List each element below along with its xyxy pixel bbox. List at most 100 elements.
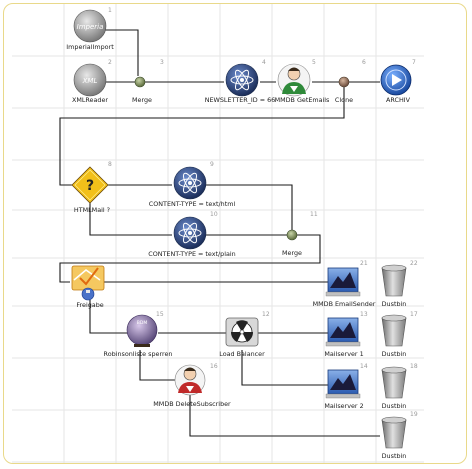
node-label: Merge	[282, 249, 302, 257]
node-label: Mailserver 1	[324, 350, 363, 358]
mmdb-person-icon	[174, 364, 206, 396]
mail-eagle-icon	[325, 267, 361, 297]
node-label: CONTENT-TYPE = text/plain	[148, 250, 236, 258]
node-number: 11	[310, 211, 318, 218]
node-dustbin-22[interactable]: 22 Dustbin	[382, 260, 418, 308]
node-number: 16	[210, 363, 218, 370]
node-number: 8	[108, 161, 112, 168]
atom-icon	[225, 63, 259, 97]
merge-dot-icon	[134, 76, 146, 88]
node-clone[interactable]: 6 Clone	[335, 59, 366, 104]
node-imperial-import[interactable]: 1 Imperia ImperialImport	[66, 7, 114, 51]
dustbin-icon	[381, 416, 407, 449]
connections	[59, 29, 380, 437]
node-merge-2[interactable]: 11 Merge	[282, 211, 318, 257]
edge-clone-htmlmail	[59, 87, 345, 186]
node-number: 3	[160, 59, 164, 66]
node-number: 17	[410, 311, 418, 318]
node-dustbin-17[interactable]: 17 Dustbin	[382, 311, 418, 358]
node-label: MMDB DeleteSubscriber	[153, 400, 231, 408]
node-label: CONTENT-TYPE = text/html	[149, 200, 236, 208]
node-merge-1[interactable]: 3 Merge	[132, 59, 164, 104]
node-number: 10	[210, 211, 218, 218]
approval-check-icon	[71, 265, 105, 301]
clone-dot-icon	[338, 76, 350, 88]
node-xml-reader[interactable]: 2 XML XMLReader	[72, 59, 112, 104]
node-number: 15	[156, 311, 164, 318]
node-number: 7	[412, 59, 416, 66]
imperia-icon	[73, 9, 107, 43]
mail-eagle-icon	[325, 317, 361, 347]
svg-text:BDM: BDM	[137, 320, 148, 326]
node-archiv[interactable]: 7 ARCHIV	[380, 59, 416, 104]
node-number: 12	[262, 311, 270, 318]
node-number: 5	[312, 59, 316, 66]
node-number: 19	[410, 411, 418, 418]
node-number: 2	[108, 59, 112, 66]
imperia-icon-text: Imperia	[77, 23, 104, 31]
node-mmdb-getemails[interactable]: 5 MMDB GetEmails	[275, 59, 330, 104]
node-newsletter-filter[interactable]: 4 NEWSLETTER_ID = 66	[205, 59, 276, 104]
dustbin-icon	[381, 264, 407, 297]
node-label: MMDB GetEmails	[275, 96, 330, 104]
node-label: Dustbin	[382, 300, 407, 308]
edge-merge2-freigabe	[59, 234, 321, 283]
node-robinsonliste[interactable]: 15 BDM Robinsonliste sperren	[104, 311, 173, 358]
xml-icon-text: XML	[82, 77, 98, 85]
node-label: HTMLMail ?	[74, 206, 110, 214]
node-mailserver-2[interactable]: 14 Mailserver 2	[324, 363, 367, 410]
node-label: Dustbin	[382, 350, 407, 358]
edge-html-merge2	[206, 184, 293, 230]
node-load-balancer[interactable]: 12 Load Balancer	[219, 311, 270, 358]
node-label: Mailserver 2	[324, 402, 363, 410]
node-label: Dustbin	[382, 402, 407, 410]
grid	[12, 4, 424, 463]
node-number: 1	[108, 7, 112, 14]
mail-eagle-icon	[325, 369, 361, 399]
dustbin-icon	[381, 314, 407, 347]
node-number: 21	[360, 260, 368, 267]
svg-text:?: ?	[86, 178, 94, 194]
workflow-canvas-frame: 1 Imperia ImperialImport 2 XML XMLReader…	[3, 3, 467, 464]
node-content-type-plain[interactable]: 10 CONTENT-TYPE = text/plain	[148, 211, 236, 258]
xml-icon	[73, 63, 107, 97]
node-number: 13	[360, 311, 368, 318]
node-label: Merge	[132, 96, 152, 104]
node-label: XMLReader	[72, 96, 108, 104]
radiation-icon	[225, 317, 259, 347]
mmdb-person-icon	[277, 63, 311, 97]
node-label: Clone	[335, 96, 353, 104]
node-number: 6	[362, 59, 366, 66]
node-mmdb-deletesubscriber[interactable]: 16 MMDB DeleteSubscriber	[153, 363, 231, 408]
node-label: ARCHIV	[386, 96, 411, 104]
node-mailserver-1[interactable]: 13 Mailserver 1	[324, 311, 367, 358]
edge-robinson-delete	[139, 350, 178, 381]
node-label: ImperialImport	[66, 43, 114, 51]
node-number: 14	[360, 363, 368, 370]
edge-delete-dustbin	[189, 394, 380, 437]
node-html-mail[interactable]: 8 ? HTMLMail ?	[71, 161, 112, 214]
warning-question-icon: ?	[71, 166, 109, 204]
node-label: Freigabe	[76, 301, 103, 309]
dustbin-icon	[381, 366, 407, 399]
node-label: Robinsonliste sperren	[104, 350, 173, 358]
node-label: NEWSLETTER_ID = 66	[205, 96, 276, 104]
edge-loadbalancer-ms2	[241, 350, 328, 386]
node-label: Dustbin	[382, 452, 407, 460]
edge-htmlmail-plain	[89, 200, 172, 236]
node-content-type-html[interactable]: 9 CONTENT-TYPE = text/html	[149, 161, 236, 208]
node-label: Load Balancer	[219, 350, 265, 358]
archive-play-icon	[380, 64, 412, 96]
workflow-canvas: 1 Imperia ImperialImport 2 XML XMLReader…	[12, 4, 424, 463]
node-freigabe[interactable]: Freigabe	[71, 265, 105, 309]
node-number: 9	[210, 161, 214, 168]
node-mmdb-emailsender[interactable]: 21 MMDB EmailSender	[313, 260, 376, 308]
atom-icon	[173, 166, 207, 200]
edge-freigabe-robinson	[89, 300, 128, 334]
node-dustbin-18[interactable]: 18 Dustbin	[382, 363, 418, 410]
merge-dot-icon	[286, 229, 298, 241]
robinson-icon: BDM	[126, 314, 158, 347]
node-dustbin-19[interactable]: 19 Dustbin	[382, 411, 418, 460]
node-label: MMDB EmailSender	[313, 300, 376, 308]
atom-icon	[173, 216, 207, 250]
